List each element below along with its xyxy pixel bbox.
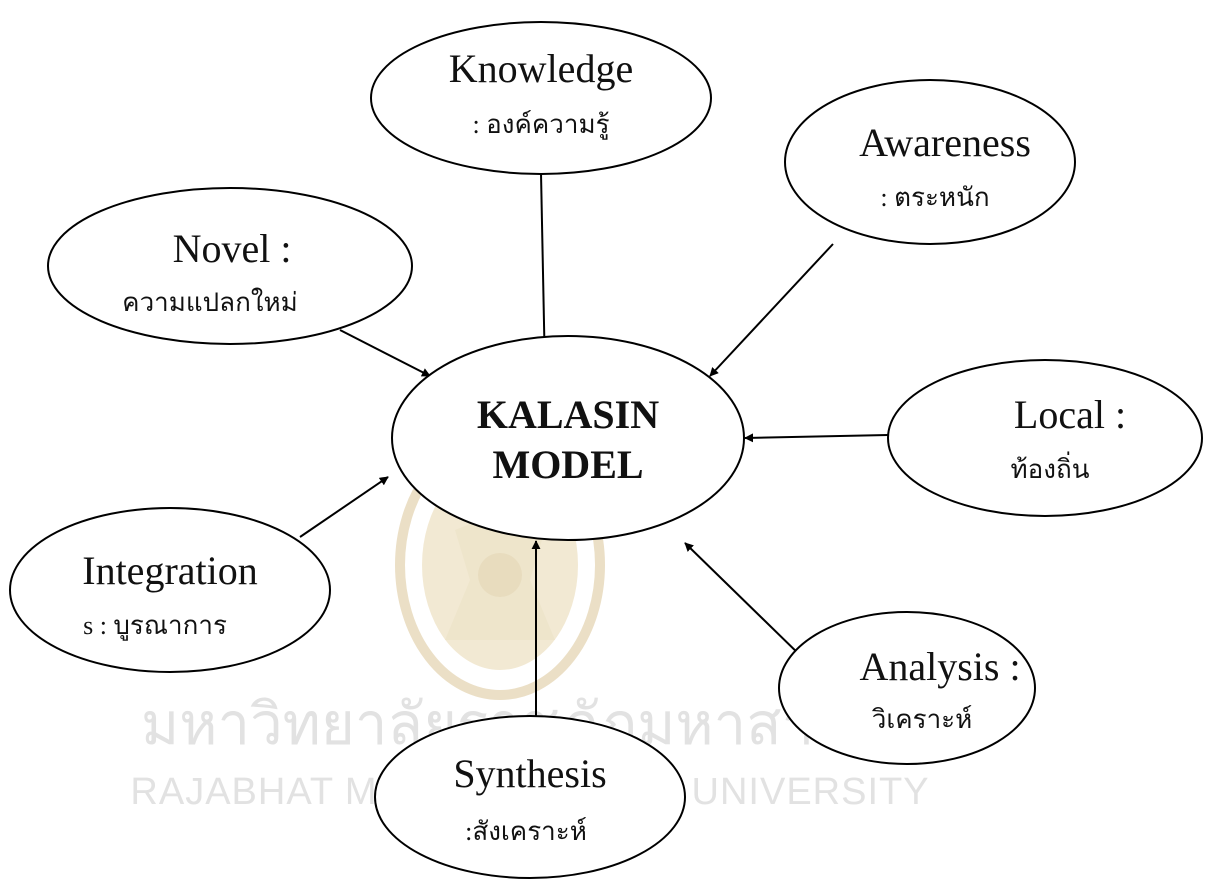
node-integration: Integration s : บูรณาการ bbox=[9, 507, 331, 673]
connector-novel-to-center bbox=[339, 329, 431, 377]
node-analysis: Analysis : วิเคราะห์ bbox=[778, 611, 1036, 765]
node-local: Local : ท้องถิ่น bbox=[887, 359, 1203, 517]
connector-integration-to-center bbox=[299, 476, 389, 538]
connector-analysis-to-center bbox=[684, 542, 806, 661]
node-local-thai: ท้องถิ่น bbox=[1011, 451, 1090, 484]
center-title-line1: KALASIN bbox=[477, 392, 659, 437]
node-synthesis-english: Synthesis bbox=[453, 751, 606, 796]
center-node-kalasin-model: KALASIN MODEL bbox=[391, 335, 745, 541]
node-awareness-thai: : ตระหนัก bbox=[880, 183, 989, 212]
connector-local-to-center bbox=[744, 433, 889, 443]
node-analysis-english: Analysis : bbox=[859, 644, 1020, 689]
node-awareness: Awareness : ตระหนัก bbox=[784, 79, 1076, 245]
node-novel-english: Novel : bbox=[173, 226, 292, 271]
node-knowledge-english: Knowledge bbox=[449, 46, 633, 91]
node-knowledge: Knowledge : องค์ความรู้ bbox=[370, 21, 712, 175]
node-novel: Novel : ความแปลกใหม่ bbox=[47, 187, 413, 345]
node-local-english: Local : bbox=[1014, 392, 1126, 437]
node-knowledge-thai: : องค์ความรู้ bbox=[472, 110, 609, 140]
node-synthesis-thai: :สังเคราะห์ bbox=[465, 817, 587, 846]
node-analysis-thai: วิเคราะห์ bbox=[871, 705, 972, 734]
node-integration-english: Integration bbox=[82, 548, 258, 593]
connector-awareness-to-center bbox=[709, 243, 834, 377]
node-synthesis: Synthesis :สังเคราะห์ bbox=[374, 715, 686, 879]
node-integration-thai: s : บูรณาการ bbox=[83, 611, 227, 641]
node-awareness-english: Awareness bbox=[859, 120, 1031, 165]
node-novel-thai: ความแปลกใหม่ bbox=[122, 288, 298, 317]
center-title-line2: MODEL bbox=[492, 442, 643, 487]
